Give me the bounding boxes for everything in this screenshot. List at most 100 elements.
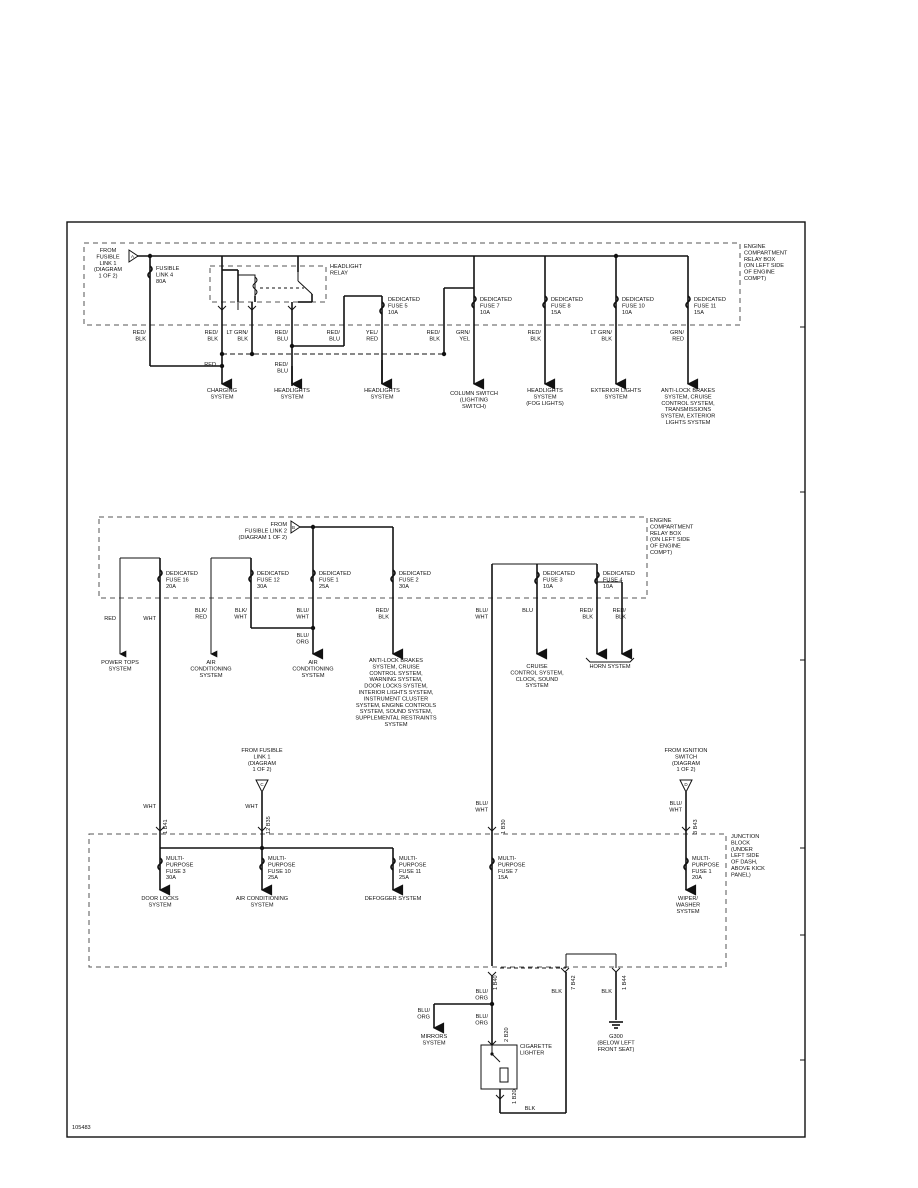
middle-relay-box [98,516,648,599]
label-line: BLK [237,336,248,342]
label-line: DEDICATED [694,297,726,303]
wire-label: GRN/YEL [456,330,470,342]
label-line: BLK/ [195,608,208,614]
label-line: BLU/ [297,633,310,639]
wire-label: BLU [522,608,533,614]
label-line: SYSTEM [148,902,171,908]
label-line: BLU [329,336,340,342]
wire-label: BLK [525,1106,536,1112]
label-line: SYSTEM [533,394,556,400]
label-line: ORG [417,1014,430,1020]
label-line: 30A [257,584,267,590]
label-line: RED/ [235,346,249,352]
label-line: SYSTEM, EXTERIOR [661,414,716,420]
wire-label: BLU/ORG [475,989,488,1001]
label-line: MULTI- [166,856,184,862]
label-line: FUSE 3 [543,577,563,583]
label-line: SYSTEM [384,722,407,728]
label-line: FUSIBLE LINK 2 [245,528,287,534]
svg-text:1 B20: 1 B20 [512,1089,518,1104]
label-line: WHT [143,804,156,810]
label-line: SYSTEM [676,909,699,915]
label-line: 15A [694,310,704,316]
label-line: FUSE 2 [399,577,419,583]
label-line: 10A [622,310,632,316]
label-line: DEDICATED [551,297,583,303]
wire-label: RED/BLK [427,330,441,342]
label-line: MIRRORS [421,1034,448,1040]
label-line: WHT [143,616,156,622]
label-line: DEFOGGER SYSTEM [365,896,422,902]
wire-label: BLU/WHT [296,608,309,620]
label-line: ANTI-LOCK BRAKES [369,658,423,664]
label-line: FROM [271,522,288,528]
label-line: MULTI- [399,856,417,862]
connector-label-b43: 3 B43 [693,819,699,834]
label-line: (ON LEFT SIDE [744,263,784,269]
label-line: TRANSMISSIONS [665,407,712,413]
label-line: RED/ [275,362,289,368]
diagram-id: 105483 [72,1125,91,1131]
label-line: BLOCK [731,840,750,846]
wire-label: YEL/RED [366,330,379,342]
wire-label: RED/BLK [133,330,147,342]
wire-label: RED/BLK [376,608,390,620]
label-line: RED [195,614,207,620]
label-line: DEDICATED [399,571,431,577]
label-line: CONTROL SYSTEM, [661,401,715,407]
label-line: (DIAGRAM 1 OF 2) [239,535,288,541]
connector-label-b42: 7 B42 [571,975,577,990]
label-line: OF ENGINE [744,270,775,276]
label-line: WASHER [676,902,700,908]
wire-label: WHT [143,804,156,810]
label-line: 25A [399,875,409,881]
label-line: BLK [601,989,612,995]
label-line: DEDICATED [603,571,635,577]
label-line: RED [204,362,216,368]
label-line: ANTI-LOCK BRAKES [661,388,715,394]
top-connector-a: A [131,254,134,259]
label-line: CONTROL SYSTEM, [510,670,564,676]
label-line: FUSE 3 [166,869,186,875]
wire-label: RED/BLK [205,330,219,342]
label-line: PURPOSE [498,862,526,868]
label-line: BLU/ [670,801,683,807]
label-line: WHT [475,807,488,813]
wire-label: RED/BLK [528,330,542,342]
lower-wiring [155,779,697,1114]
label-line: FUSE 11 [399,869,421,875]
label-line: CRUISE [526,664,547,670]
label-line: 25A [319,584,329,590]
label-line: RELAY BOX [650,531,681,537]
label-line: SYSTEM [280,394,303,400]
label-line: WHT [245,804,258,810]
label-line: (DIAGRAM [672,761,700,767]
lower-connector-d: D [684,782,688,787]
svg-text:1 B41: 1 B41 [163,819,169,834]
label-line: 1 OF 2) [677,767,696,773]
label-line: ORG [296,639,309,645]
label-line: (ON LEFT SIDE [650,537,690,543]
label-line: SYSTEM [108,666,131,672]
wire-label: BLK [551,989,562,995]
label-line: DEDICATED [319,571,351,577]
connector-label-lighter-bottom: 1 B20 [512,1089,518,1104]
label-line: FROM IGNITION [665,748,708,754]
label-line: BLK [207,336,218,342]
label-line: SWITCH) [462,404,486,410]
label-line: POWER TOPS [101,660,139,666]
label-line: AIR CONDITIONING [236,896,288,902]
label-line: CONDITIONING [190,666,231,672]
label-line: 30A [399,584,409,590]
